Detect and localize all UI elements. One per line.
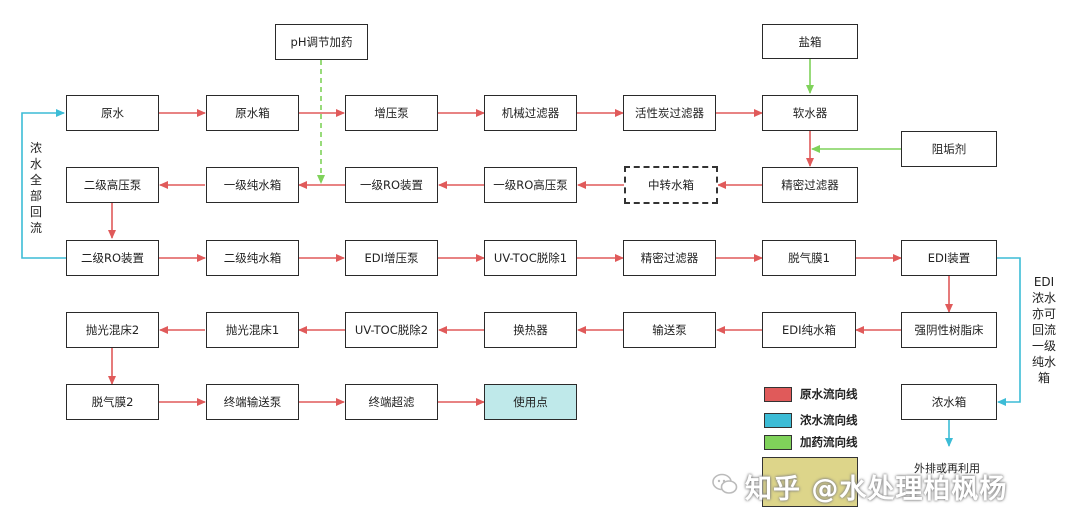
polish-bed-1-node: 抛光混床1	[206, 312, 299, 348]
transfer-pump-node: 输送泵	[623, 312, 716, 348]
heat-exchanger-node: 换热器	[484, 312, 577, 348]
scale-inhibitor-node: 阻垢剂	[901, 131, 997, 167]
edi-pure-tank-node: EDI纯水箱	[762, 312, 856, 348]
stage1-ro-node: 一级RO装置	[345, 167, 438, 203]
degas-2-node: 脱气膜2	[66, 384, 159, 420]
raw-water-node: 原水	[66, 95, 159, 131]
discharge-label: 外排或再利用	[914, 462, 980, 475]
stage2-ro-node: 二级RO装置	[66, 240, 159, 276]
mechanical-filter-node: 机械过滤器	[484, 95, 577, 131]
terminal-uf-node: 终端超滤	[345, 384, 438, 420]
uv-toc-1-node: UV-TOC脱除1	[484, 240, 577, 276]
uv-toc-2-node: UV-TOC脱除2	[345, 312, 438, 348]
zhihu-logo-icon	[712, 473, 738, 494]
legend-swatch-conc	[764, 412, 792, 428]
legend-swatch-dose	[764, 434, 792, 450]
stage1-ro-hp-pump-node: 一级RO高压泵	[484, 167, 577, 203]
softener-node: 软水器	[762, 95, 858, 131]
watermark-text: 知乎 @水处理柏枫杨	[745, 474, 1008, 505]
legend-swatch-raw	[764, 386, 792, 402]
stage2-pure-tank-node: 二级纯水箱	[206, 240, 299, 276]
salt-tank-node: 盐箱	[762, 24, 858, 59]
legend-raw-water: 原水流向线	[764, 386, 858, 402]
edi-return-note: EDI 浓水 亦可 回流 一级 纯水 箱	[1031, 275, 1056, 385]
transfer-tank-node: 中转水箱	[624, 166, 718, 204]
carbon-filter-node: 活性炭过滤器	[623, 95, 716, 131]
strong-anion-bed-node: 强阴性树脂床	[901, 312, 997, 348]
precision-filter-2-node: 精密过滤器	[623, 240, 716, 276]
polish-bed-2-node: 抛光混床2	[66, 312, 159, 348]
legend-label-conc: 浓水流向线	[800, 413, 858, 427]
ph-dosing-node: pH调节加药	[275, 24, 368, 60]
precision-filter-1-node: 精密过滤器	[762, 167, 858, 203]
edi-booster-node: EDI增压泵	[345, 240, 438, 276]
terminal-pump-node: 终端输送泵	[206, 384, 299, 420]
use-point-node: 使用点	[484, 384, 577, 420]
raw-water-tank-node: 原水箱	[206, 95, 299, 131]
concentrate-tank-node: 浓水箱	[901, 384, 997, 420]
booster-pump-node: 增压泵	[345, 95, 438, 131]
recirculation-note: 浓 水 全 部 回 流	[29, 141, 42, 235]
degas-1-node: 脱气膜1	[762, 240, 856, 276]
legend-label-dose: 加药流向线	[800, 435, 858, 449]
stage1-pure-tank-node: 一级纯水箱	[206, 167, 299, 203]
stage2-hp-pump-node: 二级高压泵	[66, 167, 159, 203]
legend-dosing: 加药流向线	[764, 434, 858, 450]
legend-concentrate: 浓水流向线	[764, 412, 858, 428]
edi-unit-node: EDI装置	[901, 240, 997, 276]
partially-hidden-box	[762, 457, 858, 507]
legend-label-raw: 原水流向线	[800, 387, 858, 401]
